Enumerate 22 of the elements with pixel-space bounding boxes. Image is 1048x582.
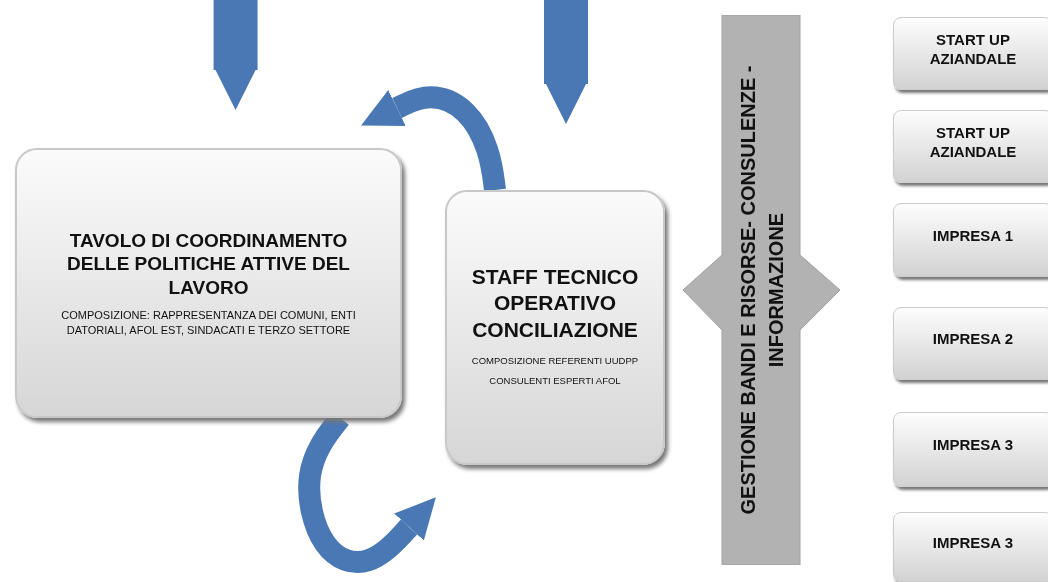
double-arrow-band [683,15,840,565]
process-box [15,148,402,418]
box-label: IMPRESA 3 [931,436,1015,455]
company-box [893,110,1048,183]
box-title: STAFF TECNICO OPERATIVO CONCILIAZIONE [470,264,640,343]
box-description: COMPOSIZIONE: RAPPRESENTANZA DEI COMUNI, ENTI DATORIALI, AFOL EST, SINDACATI E TERZO SETTORE [60,307,357,338]
box-label: IMPRESA 2 [931,330,1015,349]
box-description: COMPOSIZIONE REFERENTI UUDPP CONSULENTI ESPERTI AFOL [470,353,640,388]
company-box [893,307,1048,380]
process-box [445,190,665,465]
box-label: IMPRESA 3 [931,533,1015,553]
box-title: TAVOLO DI COORDINAMENTO DELLE POLITICHE ATTIVE DEL LAVORO [66,228,351,300]
company-box [893,17,1048,90]
block-arrow [544,0,588,124]
box-label: IMPRESA 1 [931,226,1015,246]
box-label: START UP AZIANDALE [928,30,1018,69]
company-box [893,203,1048,277]
company-box [893,412,1048,487]
company-box [893,512,1048,582]
block-arrow [213,0,258,110]
box-label: START UP AZIANDALE [928,123,1018,162]
band-text: GESTIONE BANDI E RISORSE- CONSULENZE - INFORMAZIONE [735,64,788,517]
